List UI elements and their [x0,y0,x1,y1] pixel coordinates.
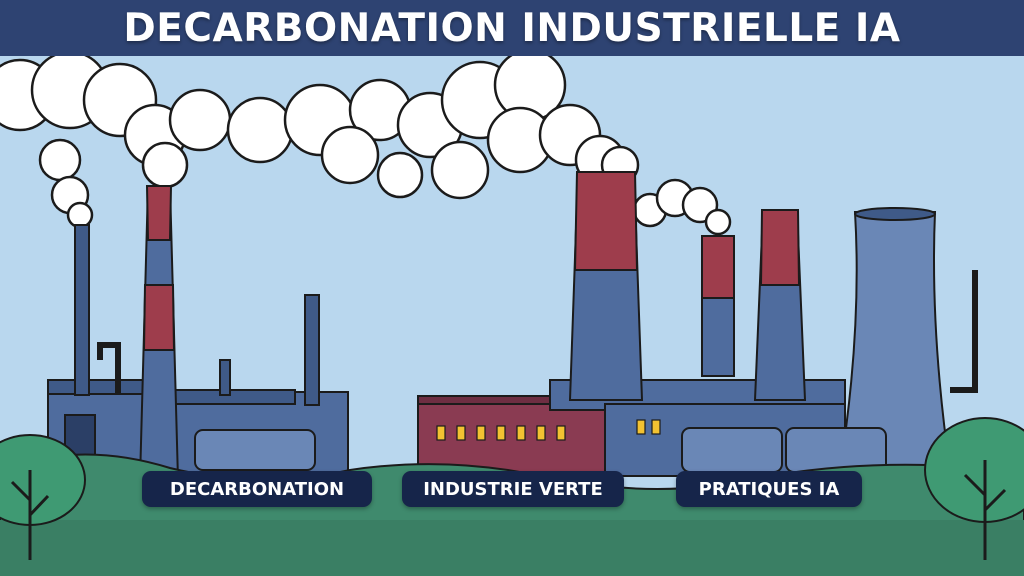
tree-right [924,417,1024,560]
smoke-plume-main [168,48,640,200]
cooling-tower [838,207,978,471]
tag-decarbonation: DECARBONATION [142,471,372,507]
chimney-center [568,171,644,401]
title-banner: DECARBONATION INDUSTRIELLE IA [0,0,1024,56]
smoke-plumes [0,48,732,236]
storage-tanks [681,427,887,473]
factory-windows [436,419,661,441]
tree-left [0,434,86,560]
tag-industrie-verte: INDUSTRIE VERTE [402,471,624,507]
banner-title: DECARBONATION INDUSTRIELLE IA [123,5,901,51]
chimney-small [701,235,735,377]
tag-pratiques-ia: PRATIQUES IA [676,471,862,507]
chimney-right [753,209,807,401]
smoke-plume-right [632,178,732,236]
